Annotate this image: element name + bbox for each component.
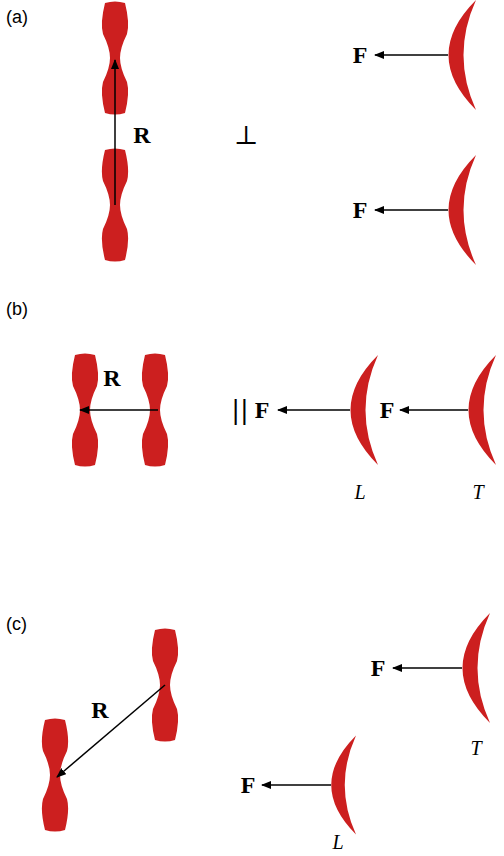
molecule-label: L xyxy=(332,832,343,852)
crescent xyxy=(351,355,379,465)
orientation-symbol: || xyxy=(231,397,249,423)
panel-tag: (c) xyxy=(6,615,27,633)
crescent xyxy=(331,736,356,835)
separation-vector xyxy=(80,409,158,411)
vector-label: R xyxy=(133,123,150,147)
molecule-label: T xyxy=(472,482,483,502)
force-arrow xyxy=(400,409,468,411)
force-arrow xyxy=(393,667,462,669)
separation-vector xyxy=(114,60,116,205)
panel-tag: (b) xyxy=(6,300,28,318)
crescent xyxy=(449,155,477,265)
force-arrow xyxy=(278,409,350,411)
vector-label: R xyxy=(91,698,108,722)
molecule-label: T xyxy=(470,738,481,758)
molecule xyxy=(42,719,68,832)
force-label: F xyxy=(380,398,395,422)
force-label: F xyxy=(241,773,256,797)
crescent xyxy=(463,613,491,723)
separation-vector xyxy=(57,685,165,777)
force-arrow xyxy=(375,209,448,211)
molecule-label: L xyxy=(354,482,365,502)
vector-label: R xyxy=(103,366,120,390)
force-label: F xyxy=(353,198,368,222)
crescent xyxy=(469,355,497,465)
force-arrow xyxy=(375,54,448,56)
panel-tag: (a) xyxy=(6,8,28,26)
crescent xyxy=(449,0,477,110)
force-label: F xyxy=(371,656,386,680)
force-arrow xyxy=(262,784,331,786)
force-label: F xyxy=(353,43,368,67)
force-label: F xyxy=(255,398,270,422)
orientation-symbol: ⊥ xyxy=(234,122,258,148)
